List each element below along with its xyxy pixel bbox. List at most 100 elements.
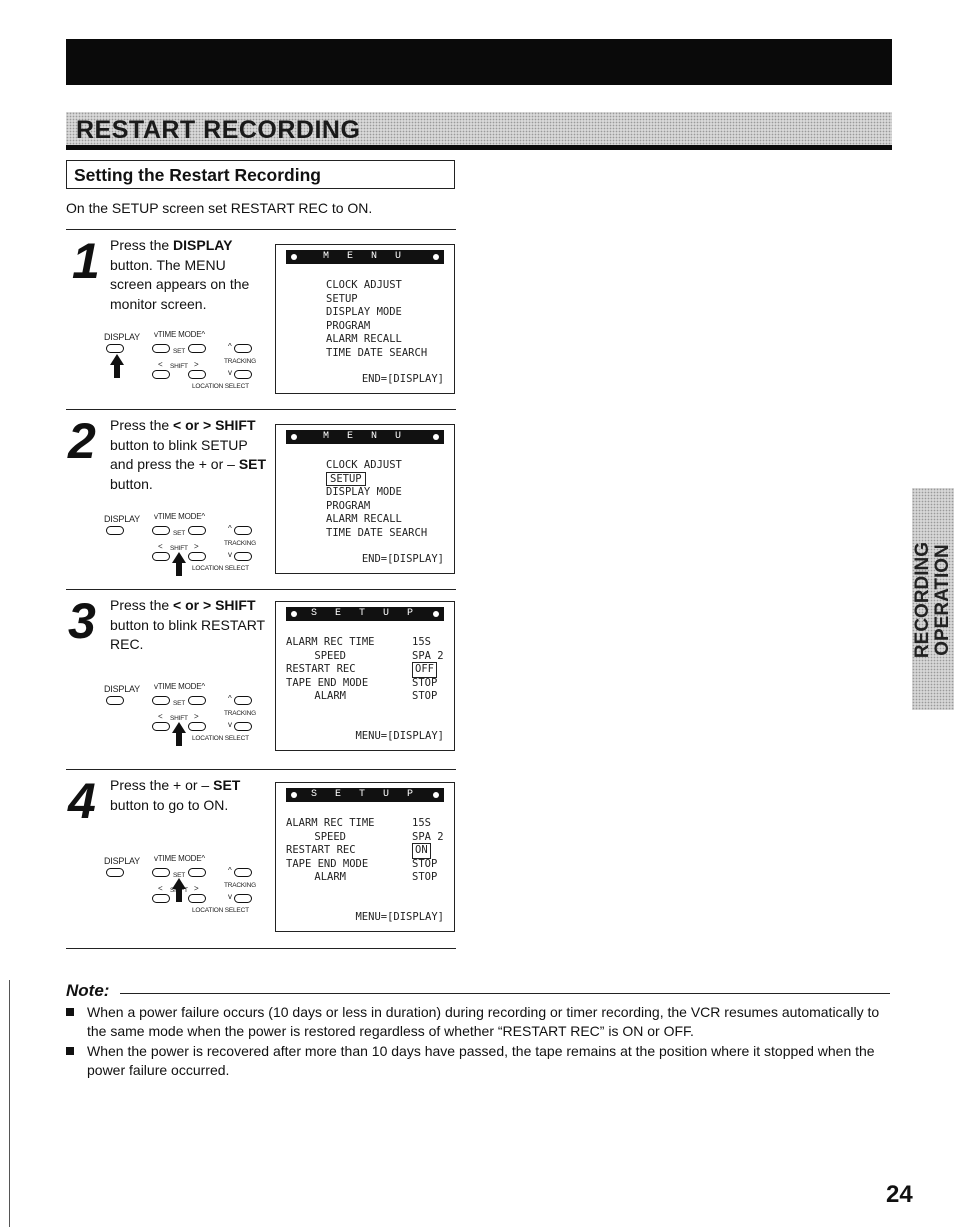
arrow-shaft <box>176 888 182 902</box>
shift-left-button <box>152 552 170 561</box>
section-title-box <box>66 160 455 189</box>
screen-row: ALARM REC TIME 15S <box>286 636 444 650</box>
row-label: ALARM REC TIME <box>286 636 375 648</box>
row-label: TAPE END MODE <box>286 857 369 870</box>
step-rule <box>66 589 456 590</box>
arrow-shaft <box>176 732 182 746</box>
screen-line: TIME DATE SEARCH <box>326 527 484 541</box>
screen-header: S E T U P <box>286 607 444 621</box>
bullet-dot-icon <box>291 254 297 260</box>
intro-text: On the SETUP screen set RESTART REC to O… <box>66 200 373 216</box>
set-label: SET <box>173 700 186 707</box>
gt-label: > <box>194 542 199 551</box>
set-label: SET <box>173 348 186 355</box>
set-plus-button <box>188 696 206 705</box>
screen-line: TIME DATE SEARCH <box>326 347 484 361</box>
step-number: 3 <box>68 593 96 649</box>
arrow-head <box>172 552 186 563</box>
row-value: 15S <box>412 636 431 648</box>
tracking-label: TRACKING <box>224 358 256 365</box>
shift-right-button <box>188 370 206 379</box>
location-select-label: LOCATION SELECT <box>192 565 249 572</box>
shift-left-button <box>152 894 170 903</box>
set-label: SET <box>173 530 186 537</box>
section-title: Setting the Restart Recording <box>74 165 321 185</box>
display-button <box>106 526 124 535</box>
page-edge-line <box>9 980 10 1227</box>
row-label: ALARM <box>314 871 346 884</box>
screen-line: DISPLAY MODE <box>326 486 484 500</box>
step-rule <box>66 409 456 410</box>
row-label: SPEED <box>314 649 346 662</box>
screen-footer: MENU=[DISPLAY] <box>355 911 444 924</box>
shift-left-button <box>152 722 170 731</box>
set-minus-button <box>152 868 170 877</box>
screen-line: SETUP <box>326 293 484 307</box>
lt-label: < <box>158 884 163 893</box>
press-arrow-icon <box>110 354 124 378</box>
screen-line: PROGRAM <box>326 320 484 334</box>
screen-line-text: SETUP <box>326 292 358 305</box>
screen-header: M E N U <box>286 250 444 264</box>
shift-right-button <box>188 722 206 731</box>
display-button <box>106 868 124 877</box>
step-rule <box>66 948 456 949</box>
screen-line: CLOCK ADJUST <box>326 279 484 293</box>
set-minus-button <box>152 344 170 353</box>
note-bullet <box>66 1008 74 1016</box>
set-minus-button <box>152 696 170 705</box>
up-label: ^ <box>228 694 232 703</box>
up-label: ^ <box>228 866 232 875</box>
bullet-dot-icon <box>433 611 439 617</box>
screen-header-text: S E T U P <box>310 608 419 619</box>
screen-header-text: M E N U <box>322 431 407 442</box>
screen-line-text: DISPLAY MODE <box>326 306 402 319</box>
down-label: v <box>228 368 232 377</box>
screen-line-text: ALARM RECALL <box>326 333 402 346</box>
shift-right-button <box>188 894 206 903</box>
screen-header-text: S E T U P <box>310 789 419 800</box>
display-button <box>106 344 124 353</box>
time-mode-label: vTIME MODE^ <box>154 512 205 521</box>
screen-footer: END=[DISPLAY] <box>361 373 444 386</box>
screen-footer: MENU=[DISPLAY] <box>355 730 444 743</box>
row-value: STOP <box>412 857 438 870</box>
tracking-up-button <box>234 696 252 705</box>
row-value: SPA 2 <box>412 649 444 662</box>
display-label: DISPLAY <box>104 684 140 694</box>
row-label: SPEED <box>314 830 346 843</box>
down-label: v <box>228 720 232 729</box>
tracking-label: TRACKING <box>224 882 256 889</box>
bullet-dot-icon <box>433 434 439 440</box>
page-title: RESTART RECORDING <box>76 116 361 144</box>
screen-line-text: PROGRAM <box>326 499 371 512</box>
screen-row: SPEED SPA 2 <box>286 650 444 664</box>
lt-label: < <box>158 712 163 721</box>
tracking-up-button <box>234 868 252 877</box>
step-instruction: Press the DISPLAY button. The MENU scree… <box>110 237 250 312</box>
screen-header-text: M E N U <box>322 251 407 262</box>
step-instruction: Press the < or > SHIFT button to blink R… <box>110 597 265 652</box>
arrow-shaft <box>114 364 120 378</box>
title-band <box>66 112 892 148</box>
row-label: TAPE END MODE <box>286 676 369 689</box>
screen-line-text: CLOCK ADJUST <box>326 459 402 471</box>
step-rule <box>66 229 456 230</box>
title-underline <box>66 145 892 150</box>
display-label: DISPLAY <box>104 514 140 524</box>
arrow-head <box>172 878 186 889</box>
row-value: STOP <box>412 690 438 703</box>
display-button <box>106 696 124 705</box>
set-plus-button <box>188 526 206 535</box>
screen-header: S E T U P <box>286 788 444 802</box>
up-label: ^ <box>228 342 232 351</box>
